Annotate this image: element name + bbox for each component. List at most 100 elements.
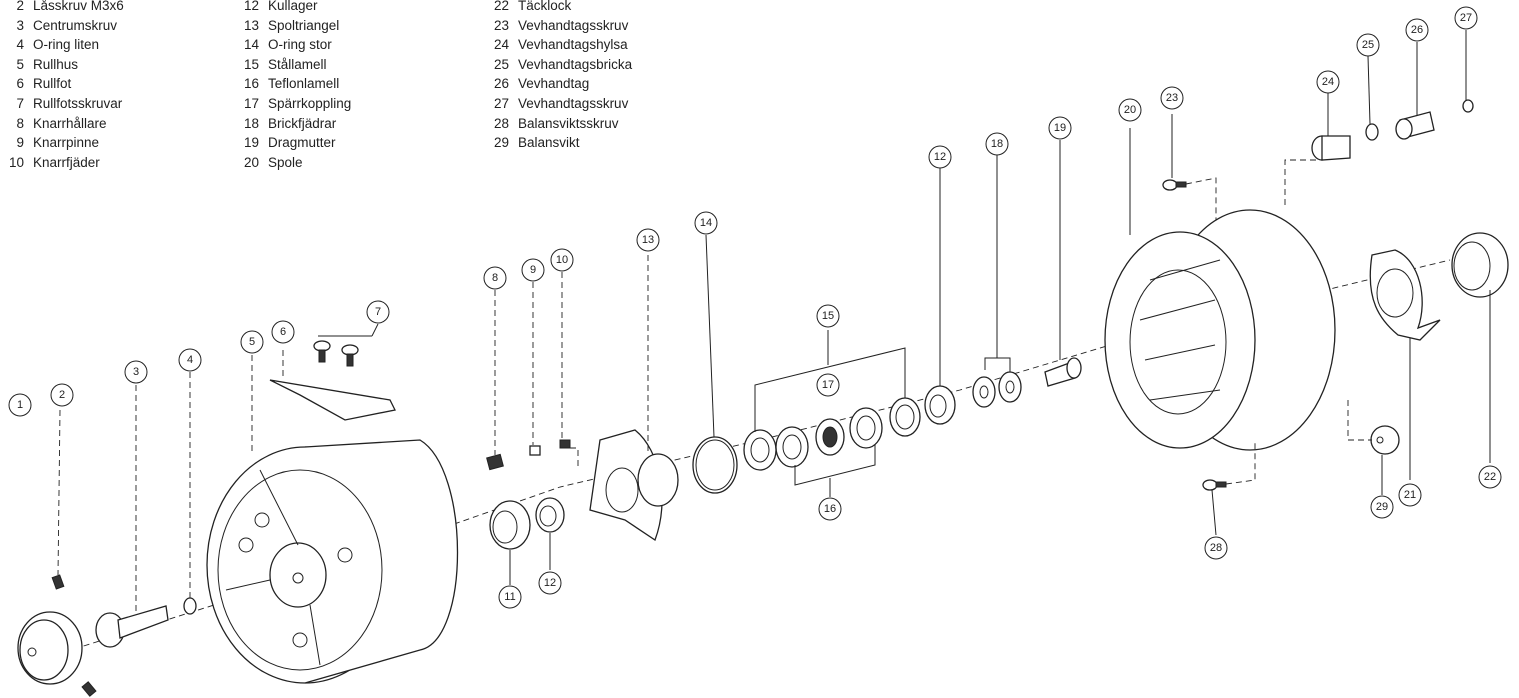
legend-number: 3: [16, 17, 24, 33]
legend-entry: 13 Spoltriangel: [235, 16, 351, 36]
callout-12: 12: [928, 145, 952, 169]
part-6-reel-foot: [269, 350, 396, 421]
legend-number: 18: [243, 115, 259, 131]
legend-entry: 17 Spärrkoppling: [235, 94, 351, 114]
callout-26: 26: [1405, 18, 1429, 42]
callout-number: 21: [1404, 489, 1416, 501]
callout-number: 8: [492, 272, 498, 284]
legend-entry: 9 Knarrpinne: [0, 133, 124, 153]
legend-number: 25: [493, 56, 509, 72]
legend-entry: 28 Balansviktsskruv: [485, 114, 632, 134]
callout-number: 5: [249, 336, 255, 348]
callout-number: 10: [556, 254, 568, 266]
legend-number: 13: [243, 17, 259, 33]
legend-label: Spärrkoppling: [268, 95, 352, 111]
part-4-small-o-ring: [183, 372, 197, 615]
callout-number: 1: [17, 399, 23, 411]
part-1-knob: [17, 611, 83, 685]
legend-label: Vevhandtagsskruv: [518, 95, 629, 111]
callout-number: 9: [530, 264, 536, 276]
callout-group: 1234567891011121314151617121819202324252…: [8, 6, 1502, 609]
callout-11: 11: [498, 585, 522, 609]
callout-number: 12: [934, 151, 946, 163]
callout-28: 28: [1204, 536, 1228, 560]
callout-number: 13: [642, 234, 654, 246]
callout-number: 18: [991, 138, 1003, 150]
callout-number: 6: [280, 326, 286, 338]
part-5-reel-housing: [206, 355, 459, 684]
callout-1: 1: [8, 393, 32, 417]
callout-19: 19: [1048, 116, 1072, 140]
legend-label: Vevhandtagsskruv: [518, 17, 629, 33]
legend-number: 24: [493, 37, 509, 53]
legend-number: 27: [493, 95, 509, 111]
callout-number: 27: [1460, 12, 1472, 24]
callout-23: 23: [1160, 86, 1184, 110]
legend-number: 29: [493, 135, 509, 151]
part-9-click-pin: [529, 282, 541, 456]
legend-label: Knarrfjäder: [33, 154, 100, 170]
legend-number: 28: [493, 115, 509, 131]
callout-number: 28: [1210, 542, 1222, 554]
legend-label: Vevhandtagsbricka: [518, 56, 633, 72]
legend-label: Spole: [268, 154, 303, 170]
legend-label: Täcklock: [518, 0, 572, 13]
legend-entry: 3 Centrumskruv: [0, 16, 124, 36]
legend-label: Spoltriangel: [268, 17, 340, 33]
legend-number: 8: [16, 115, 24, 131]
callout-4: 4: [178, 348, 202, 372]
legend-number: 4: [16, 37, 24, 53]
legend-label: Balansviktsskruv: [518, 115, 619, 131]
callout-number: 15: [822, 310, 834, 322]
legend-label: Centrumskruv: [33, 17, 118, 33]
callout-number: 16: [824, 503, 836, 515]
legend-entry: 8 Knarrhållare: [0, 114, 124, 134]
callout-number: 2: [59, 389, 65, 401]
callout-number: 12: [544, 577, 556, 589]
callout-22: 22: [1478, 465, 1502, 489]
callout-16: 16: [818, 497, 842, 521]
part-21-handle-frame: [1369, 249, 1441, 480]
legend-label: Knarrhållare: [33, 115, 107, 131]
part-8-click-holder: [486, 290, 504, 471]
legend-number: 5: [16, 56, 24, 72]
callout-27: 27: [1454, 6, 1478, 30]
callout-number: 19: [1054, 122, 1066, 134]
legend-label: Teflonlamell: [268, 76, 340, 92]
legend-number: 14: [243, 37, 259, 53]
legend-label: Brickfjädrar: [268, 115, 337, 131]
legend-number: 26: [493, 76, 509, 92]
callout-number: 26: [1411, 24, 1423, 36]
part-28-balance-screw: [1202, 440, 1256, 536]
part-23-handle-screw: [1162, 114, 1217, 220]
part-13-spool-triangle: [589, 255, 679, 541]
legend-number: 9: [16, 135, 24, 151]
legend-number: 12: [243, 0, 259, 13]
legend-entry: 27 Vevhandtagsskruv: [485, 94, 632, 114]
callout-29: 29: [1370, 495, 1394, 519]
callout-2: 2: [50, 383, 74, 407]
legend-label: Dragmutter: [268, 135, 336, 151]
callout-10: 10: [550, 248, 574, 272]
part-18-spring-washers: [972, 155, 1022, 408]
callout-5: 5: [240, 330, 264, 354]
legend-label: Balansvikt: [518, 135, 580, 151]
legend-number: 17: [243, 95, 259, 111]
part-7-foot-screws: [313, 323, 379, 367]
callout-number: 23: [1166, 92, 1178, 104]
part-2-lock-screw: [51, 409, 97, 697]
part-12-ball-bearing: [535, 497, 565, 570]
legend-label: Knarrpinne: [33, 135, 100, 151]
callout-number: 3: [133, 366, 139, 378]
legend-number: 7: [16, 95, 24, 111]
